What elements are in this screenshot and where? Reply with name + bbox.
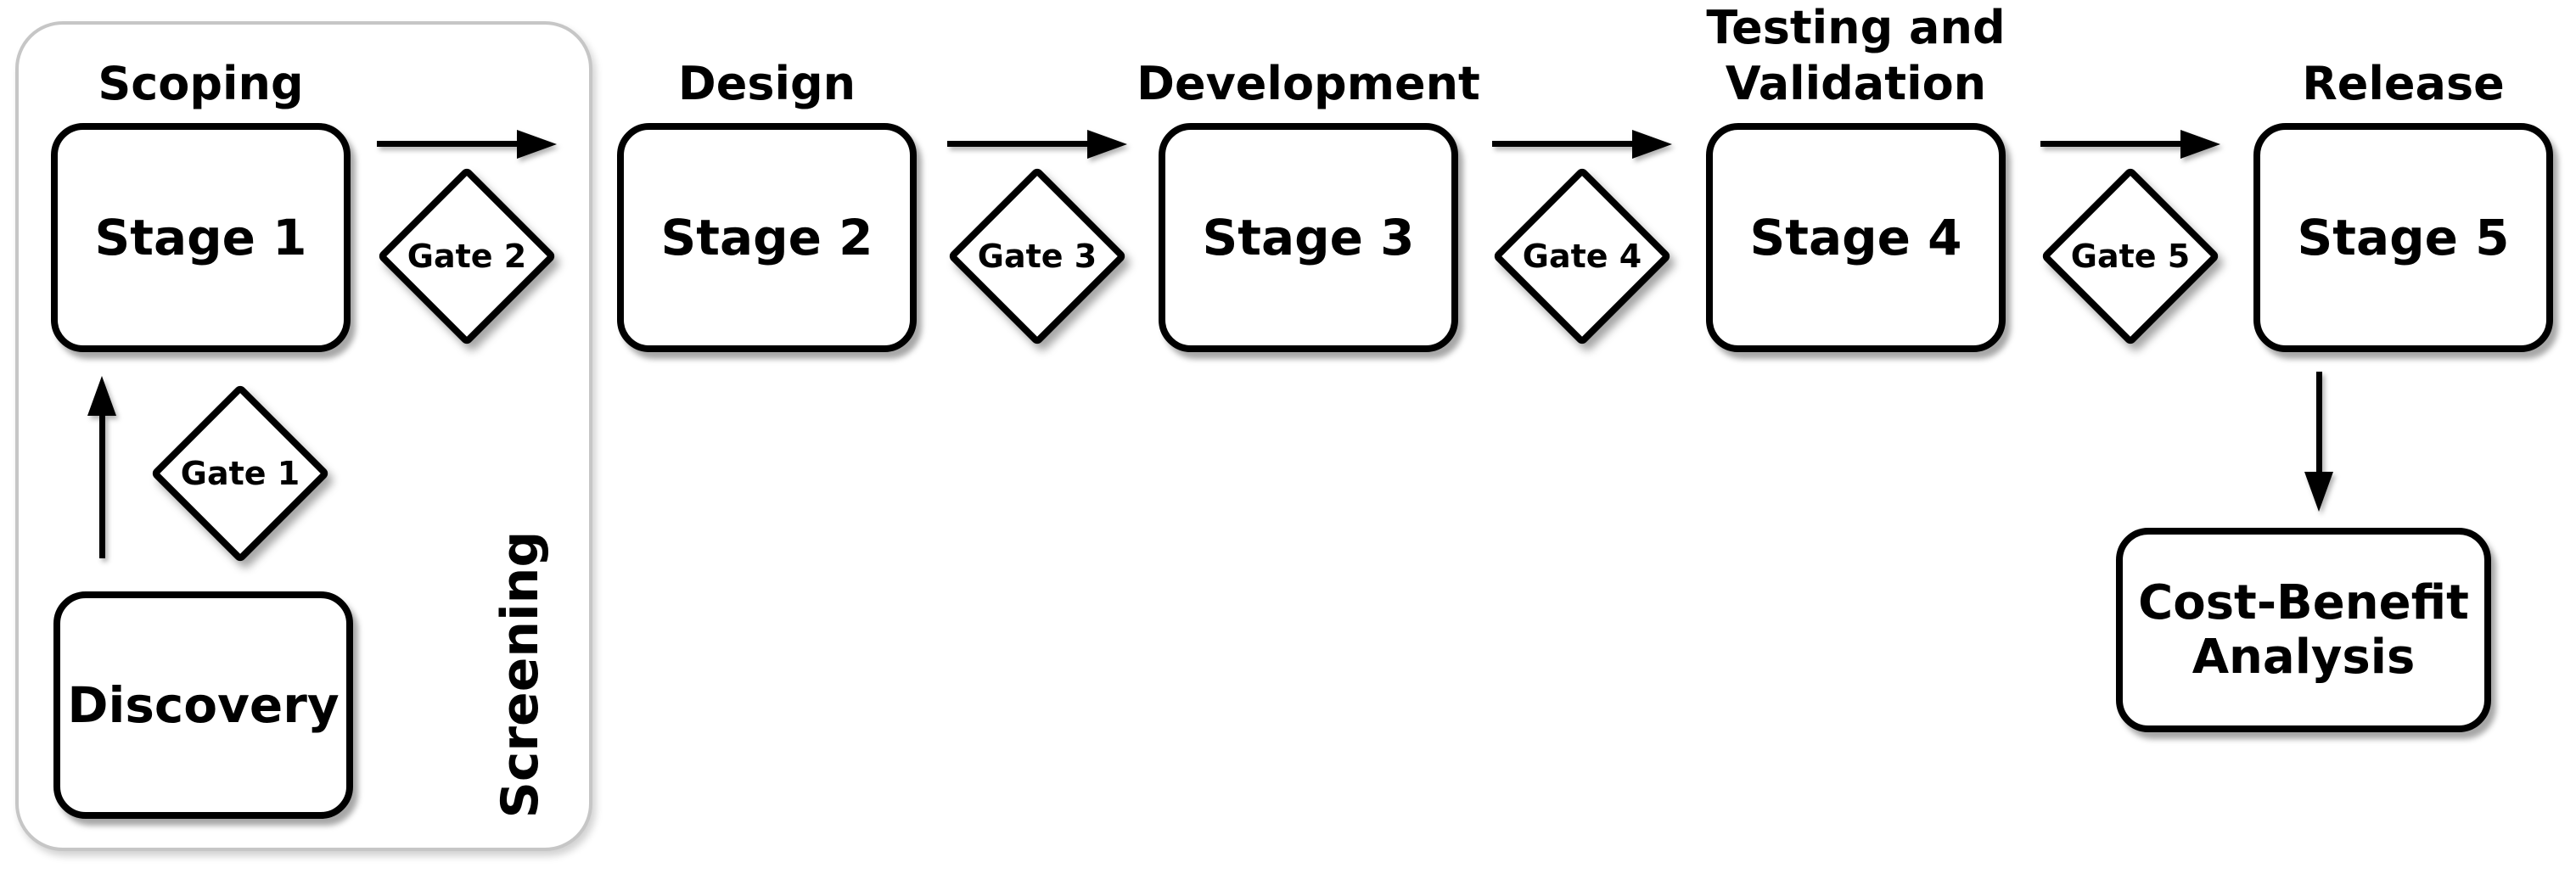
arrow-shaft (1492, 141, 1632, 147)
stage-4-label: Stage 4 (1749, 209, 1962, 266)
header-development-line2: Development (1136, 57, 1480, 110)
arrow-head-right-icon (2180, 130, 2220, 159)
cost-benefit-analysis-box: Cost-Benefit Analysis (2116, 528, 2491, 732)
arrow-discovery-to-stage1 (87, 376, 117, 558)
cost-benefit-line1: Cost-Benefit (2138, 574, 2469, 630)
stage-1-label: Stage 1 (94, 209, 307, 266)
gate-5: Gate 5 (2040, 165, 2221, 347)
stage-2-box: Stage 2 (617, 123, 917, 352)
header-development-line1 (1057, 0, 1560, 56)
gate-4: Gate 4 (1491, 165, 1673, 347)
header-scoping-line1 (0, 0, 452, 56)
stage-5-label: Stage 5 (2297, 209, 2510, 266)
arrow-head-right-icon (1632, 130, 1672, 159)
arrow-head-right-icon (517, 130, 557, 159)
arrow-head-up-icon (87, 376, 116, 416)
header-release-line1 (2152, 0, 2576, 56)
header-design-line2: Design (677, 57, 856, 110)
gate-4-label: Gate 4 (1522, 238, 1642, 275)
header-testing-validation: Testing and Validation (1604, 0, 2107, 112)
gate-5-label: Gate 5 (2070, 238, 2191, 275)
gate-3-label: Gate 3 (977, 238, 1097, 275)
header-scoping-line2: Scoping (98, 57, 304, 110)
header-development: Development (1057, 0, 1560, 112)
discovery-label: Discovery (67, 676, 340, 734)
arrow-shaft (2316, 372, 2322, 473)
arrow-stage4-to-stage5 (2040, 124, 2220, 165)
header-testing-validation-line2: Validation (1725, 57, 1987, 110)
arrow-stage2-to-stage3 (947, 124, 1127, 165)
arrow-shaft (947, 141, 1087, 147)
gate-3: Gate 3 (946, 165, 1128, 347)
stage-5-box: Stage 5 (2253, 123, 2553, 352)
gate-2-label: Gate 2 (407, 238, 527, 275)
stage-3-label: Stage 3 (1202, 209, 1415, 266)
arrow-head-right-icon (1087, 130, 1127, 159)
header-design: Design (515, 0, 1019, 112)
discovery-box: Discovery (53, 591, 353, 819)
header-release: Release (2152, 0, 2576, 112)
arrow-shaft (99, 414, 105, 558)
gate-2: Gate 2 (376, 165, 558, 347)
stage-2-label: Stage 2 (660, 209, 873, 266)
header-design-line1 (515, 0, 1019, 56)
header-release-line2: Release (2302, 57, 2505, 110)
arrow-shaft (2040, 141, 2180, 147)
screening-vertical-label: Screening (491, 530, 550, 819)
arrow-shaft (377, 141, 517, 147)
header-scoping: Scoping (0, 0, 452, 112)
gate-1: Gate 1 (149, 383, 331, 564)
stage-1-box: Stage 1 (51, 123, 351, 352)
arrow-head-down-icon (2304, 472, 2333, 512)
gate-1-label: Gate 1 (180, 455, 300, 492)
stage-4-box: Stage 4 (1706, 123, 2006, 352)
stage-3-box: Stage 3 (1159, 123, 1458, 352)
header-testing-validation-line1: Testing and (1706, 1, 2006, 54)
arrow-stage1-to-stage2 (377, 124, 557, 165)
arrow-stage5-to-cost-benefit (2304, 372, 2334, 512)
cost-benefit-line2: Analysis (2192, 629, 2416, 685)
arrow-stage3-to-stage4 (1492, 124, 1672, 165)
